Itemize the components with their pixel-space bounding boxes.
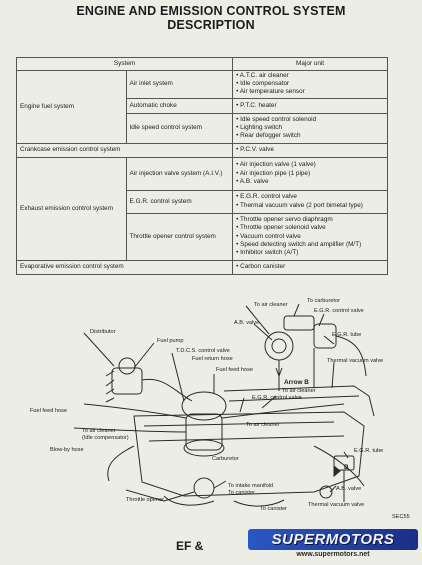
list-item: E.G.R. control valve: [236, 193, 384, 201]
label-to-carburetor: To carburetor: [307, 298, 340, 304]
table-row: Throttle opener control system Throttle …: [17, 212, 388, 261]
list-item: P.C.V. valve: [236, 146, 384, 154]
list-item: Thermal vacuum valve (2 port bimetal typ…: [236, 202, 384, 210]
engine-emission-diagram: To air cleaner To carburetor E.G.R. cont…: [14, 296, 414, 528]
label-tdcs-valve: T.D.C.S. control valve: [176, 348, 230, 354]
engine-illustration: [73, 303, 375, 507]
label-fuel-feed-hose-top: Fuel feed hose: [216, 367, 254, 373]
label-fuel-pump: Fuel pump: [157, 338, 184, 344]
label-egr-control-valve-mid: E.G.R. control valve: [252, 395, 302, 401]
list-item: Throttle opener solenoid valve: [236, 224, 384, 232]
label-to-air-cleaner-top: To air cleaner: [254, 302, 288, 308]
list-item: Carbon canister: [236, 263, 384, 271]
units-idle-speed: Idle speed control solenoid Lighting swi…: [232, 112, 388, 144]
table-row: Exhaust emission control system Air inje…: [16, 156, 388, 261]
subsystem-aiv: Air injection valve system (A.I.V.): [125, 156, 234, 191]
units-crankcase: P.C.V. valve: [232, 142, 388, 158]
list-item: Speed detecting switch and amplifier (M/…: [236, 241, 384, 249]
label-egr-control-valve-top: E.G.R. control valve: [314, 308, 364, 314]
header-system: System: [15, 57, 234, 71]
units-auto-choke: P.T.C. heater: [232, 97, 388, 114]
table-header-row: System Major unit: [15, 57, 388, 71]
list-item: Air injection pipe (1 pipe): [236, 170, 384, 178]
table-row: Evaporative emission control system Carb…: [15, 259, 388, 275]
label-to-canister-bottom: To canister: [260, 506, 288, 512]
label-ab-valve-bottom: A.B. valve: [336, 486, 362, 492]
watermark-brand: SUPERMOTORS: [248, 529, 418, 550]
list-item: A.B. valve: [236, 178, 384, 186]
list-item: A.T.C. air cleaner: [236, 72, 384, 80]
label-egr-tube-top: E.G.R. tube: [332, 332, 362, 338]
label-thermal-vacuum-valve-bottom: Thermal vacuum valve: [308, 502, 365, 508]
label-to-air-cleaner-left: To air cleaner: [82, 428, 116, 434]
label-idle-compensator: (Idle compensator): [82, 435, 129, 441]
label-thermal-vacuum-valve-top: Thermal vacuum valve: [327, 358, 384, 364]
label-fuel-return-hose: Fuel return hose: [192, 356, 233, 362]
list-item: Lighting switch: [236, 124, 384, 132]
label-blowby-hose: Blow-by hose: [50, 447, 84, 453]
label-fuel-feed-hose-left: Fuel feed hose: [30, 408, 68, 414]
table-row: Crankcase emission control system P.C.V.…: [15, 142, 388, 158]
list-item: Idle compensator: [236, 80, 384, 88]
list-item: Throttle opener servo diaphragm: [236, 216, 384, 224]
engine-fuel-system-label: Engine fuel system: [16, 70, 127, 144]
label-carburetor: Carburetor: [212, 456, 239, 462]
subsystem-air-inlet: Air inlet system: [125, 70, 234, 99]
subsystem-idle-speed: Idle speed control system: [125, 112, 234, 144]
units-egr: E.G.R. control valve Thermal vacuum valv…: [232, 189, 388, 214]
label-throttle-opener: Throttle opener: [126, 497, 164, 503]
evaporative-system-label: Evaporative emission control system: [15, 259, 234, 275]
list-item: Rear defogger switch: [236, 132, 384, 140]
label-to-air-cleaner-center: To air cleaner: [246, 422, 280, 428]
label-b-marker: B: [344, 464, 349, 471]
page-reference: EF &: [176, 539, 204, 553]
header-major-unit: Major unit: [232, 57, 388, 71]
list-item: Air injection valve (1 valve): [236, 161, 384, 169]
label-to-canister-mid: To canister: [228, 490, 256, 496]
page-title: ENGINE AND EMISSION CONTROL SYSTEM: [76, 4, 346, 18]
subsystem-auto-choke: Automatic choke: [125, 97, 234, 114]
list-item: Idle speed control solenoid: [236, 116, 384, 124]
list-item: Inhibitor switch (A/T): [236, 249, 384, 257]
table-row: Idle speed control system Idle speed con…: [17, 112, 388, 144]
list-item: P.T.C. heater: [236, 102, 384, 110]
units-aiv: Air injection valve (1 valve) Air inject…: [232, 156, 388, 191]
emission-system-table: System Major unit Engine fuel system Air…: [15, 57, 388, 275]
label-distributor: Distributor: [90, 329, 116, 335]
table-row: Engine fuel system Air inlet system A.T.…: [16, 70, 388, 144]
units-throttle-opener: Throttle opener servo diaphragm Throttle…: [232, 212, 388, 261]
list-item: Air temperature sensor: [236, 88, 384, 96]
supermotors-watermark: SUPERMOTORS www.supermotors.net: [248, 529, 418, 563]
exhaust-system-label: Exhaust emission control system: [16, 156, 127, 261]
table-row: Automatic choke P.T.C. heater: [17, 97, 388, 114]
units-evaporative: Carbon canister: [232, 259, 388, 275]
units-air-inlet: A.T.C. air cleaner Idle compensator Air …: [232, 70, 388, 99]
watermark-url: www.supermotors.net: [296, 551, 370, 558]
list-item: Vacuum control valve: [236, 233, 384, 241]
label-egr-tube-right: E.G.R. tube: [354, 448, 384, 454]
crankcase-system-label: Crankcase emission control system: [15, 142, 234, 158]
label-arrow-b: Arrow B: [284, 379, 309, 386]
subsystem-throttle-opener: Throttle opener control system: [125, 212, 234, 261]
label-ab-valve-top: A.B. valve: [234, 320, 260, 326]
label-to-intake-manifold: To intake manifold: [228, 483, 274, 489]
figure-code: SEC55: [392, 514, 410, 520]
label-to-air-cleaner-mid: To air cleaner: [282, 388, 316, 394]
page-subtitle: DESCRIPTION: [167, 18, 255, 32]
subsystem-egr: E.G.R. control system: [125, 189, 234, 214]
